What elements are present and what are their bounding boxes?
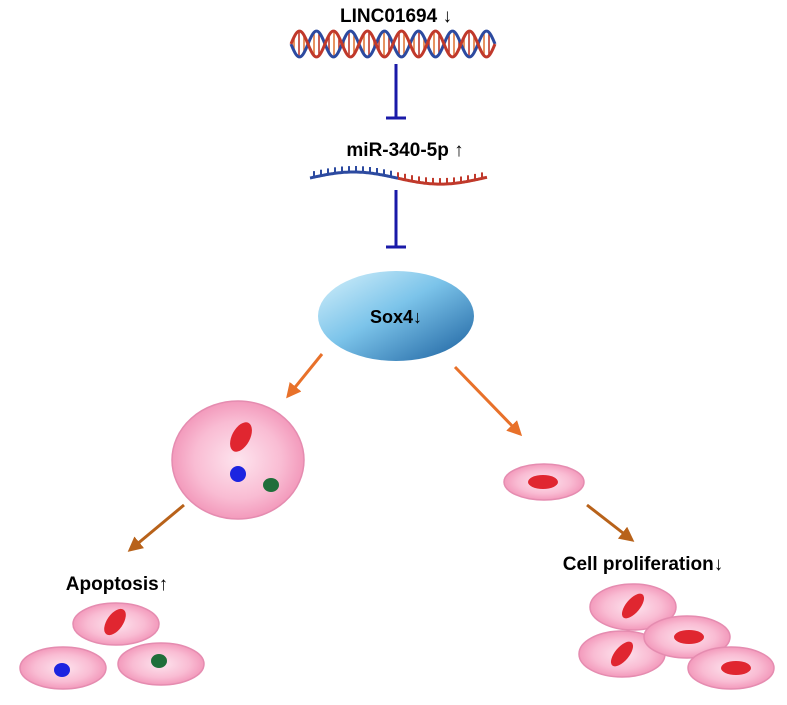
green-nucleus bbox=[263, 478, 279, 492]
lincrna-label: LINC01694 ↓ bbox=[340, 6, 452, 27]
apoptosis-label: Apoptosis↑ bbox=[66, 574, 168, 595]
blue-nucleus bbox=[230, 466, 246, 482]
proliferation-label: Cell proliferation↓ bbox=[563, 554, 723, 575]
mirna-label: miR-340-5p ↑ bbox=[346, 140, 463, 161]
normal-cell bbox=[503, 463, 585, 501]
apoptotic-cell bbox=[171, 400, 305, 520]
arrow-sox4-to-normal-cell bbox=[453, 365, 523, 437]
sox4-label: Sox4↓ bbox=[370, 307, 422, 327]
red-nucleus bbox=[528, 475, 558, 489]
red-nucleus bbox=[230, 422, 252, 452]
arrow-to-apoptosis bbox=[127, 503, 185, 552]
arrow-to-proliferation bbox=[586, 503, 635, 542]
protein-ellipse-icon bbox=[318, 271, 474, 361]
rna-strand-icon bbox=[309, 166, 488, 186]
apoptosis-cell-cluster bbox=[19, 602, 205, 690]
arrow-sox4-to-apoptotic-cell bbox=[286, 353, 324, 399]
inhibition-line-mirna-to-sox4 bbox=[386, 190, 406, 249]
inhibition-line-lincrna-to-mirna bbox=[386, 64, 406, 120]
proliferation-cell-cluster bbox=[578, 583, 775, 690]
dna-double-helix-icon bbox=[289, 29, 497, 59]
